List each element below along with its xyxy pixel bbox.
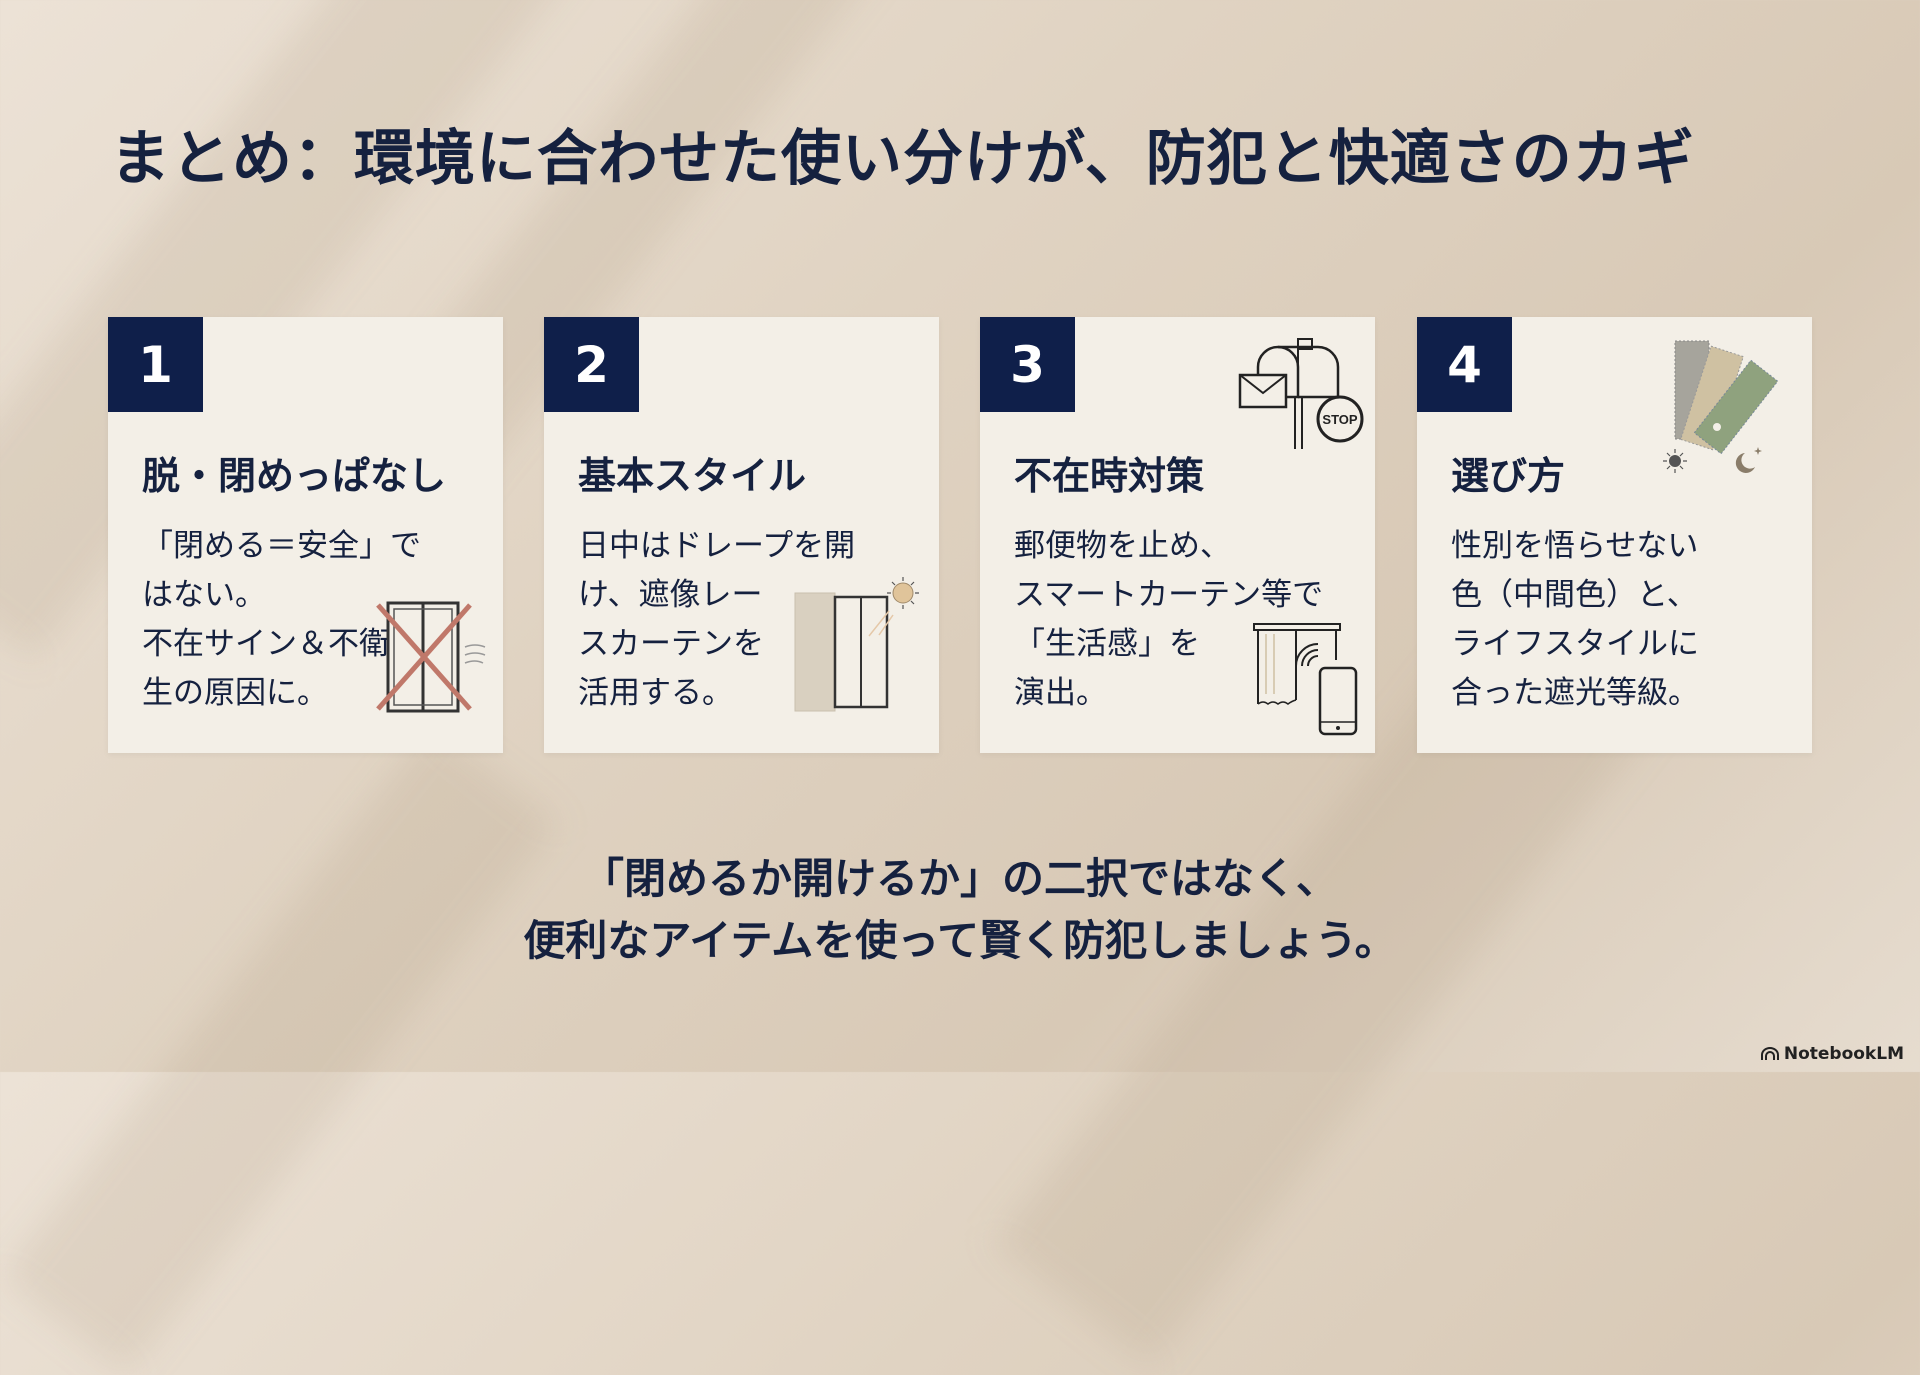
card-heading: 不在時対策 bbox=[1014, 454, 1205, 498]
card-number: 2 bbox=[544, 317, 639, 412]
conclusion: 「閉めるか開けるか」の二択ではなく、 便利なアイテムを使って賢く防犯しましょう。 bbox=[0, 848, 1920, 972]
card-3: 3 不在時対策 郵便物を止め、 スマートカーテン等で 「生活感」を 演出。 ST… bbox=[980, 317, 1375, 753]
card-line: はない。 bbox=[142, 577, 266, 613]
conclusion-line: 「閉めるか開けるか」の二択ではなく、 bbox=[581, 854, 1338, 903]
card-line: 「生活感」を bbox=[1014, 626, 1200, 662]
crossed-window-icon bbox=[376, 601, 486, 713]
brand-name: NotebookLM bbox=[1783, 1044, 1904, 1064]
card-body: 日中はドレープを開 け、遮像レー スカーテンを 活用する。 bbox=[578, 522, 855, 718]
notebooklm-logo-icon bbox=[1760, 1047, 1779, 1060]
card-heading: 選び方 bbox=[1451, 454, 1566, 498]
card-heading: 基本スタイル bbox=[578, 454, 807, 498]
card-body: 性別を悟らせない 色（中間色）と、 ライフスタイルに 合った遮光等級。 bbox=[1451, 522, 1699, 718]
card-line: 日中はドレープを開 bbox=[578, 528, 856, 564]
card-line: ライフスタイルに bbox=[1451, 626, 1699, 662]
card-heading: 脱・閉めっぱなし bbox=[142, 454, 447, 498]
card-body: 郵便物を止め、 スマートカーテン等で 「生活感」を 演出。 bbox=[1014, 522, 1323, 718]
brand-logo: NotebookLM bbox=[1760, 1044, 1904, 1064]
card-line: 郵便物を止め、 bbox=[1014, 528, 1231, 564]
card-line: 活用する。 bbox=[578, 675, 733, 711]
card-line: 演出。 bbox=[1014, 675, 1107, 711]
card-1: 1 脱・閉めっぱなし 「閉める＝安全」で はない。 不在サイン＆不衛 生の原因に… bbox=[108, 317, 503, 753]
card-4: 4 選び方 性別を悟らせない 色（中間色）と、 ライフスタイルに 合った遮光等級… bbox=[1417, 317, 1812, 753]
card-2: 2 基本スタイル 日中はドレープを開 け、遮像レー スカーテンを 活用する。 bbox=[544, 317, 939, 753]
slide-title: まとめ：環境に合わせた使い分けが、防犯と快適さのカギ bbox=[110, 124, 1695, 194]
card-line: スマートカーテン等で bbox=[1014, 577, 1324, 613]
smart-curtain-phone-icon bbox=[1253, 623, 1358, 736]
window-lace-curtain-sun-icon bbox=[794, 577, 919, 712]
card-body: 「閉める＝安全」で はない。 不在サイン＆不衛 生の原因に。 bbox=[142, 522, 421, 718]
card-line: け、遮像レー bbox=[578, 577, 763, 613]
card-line: 「閉める＝安全」で bbox=[142, 528, 421, 564]
card-line: 合った遮光等級。 bbox=[1451, 675, 1699, 711]
card-line: 色（中間色）と、 bbox=[1451, 577, 1698, 613]
conclusion-line: 便利なアイテムを使って賢く防犯しましょう。 bbox=[523, 916, 1397, 965]
mailbox-stop-icon: STOP bbox=[1238, 338, 1364, 449]
fabric-swatches-icon bbox=[1663, 340, 1779, 473]
card-number: 1 bbox=[108, 317, 203, 412]
card-line: 不在サイン＆不衛 bbox=[142, 626, 390, 662]
stop-sign-label: STOP bbox=[1322, 412, 1357, 427]
card-number: 4 bbox=[1417, 317, 1512, 412]
card-line: スカーテンを bbox=[578, 626, 764, 662]
card-number: 3 bbox=[980, 317, 1075, 412]
card-line: 性別を悟らせない bbox=[1451, 528, 1699, 564]
card-line: 生の原因に。 bbox=[142, 675, 328, 711]
